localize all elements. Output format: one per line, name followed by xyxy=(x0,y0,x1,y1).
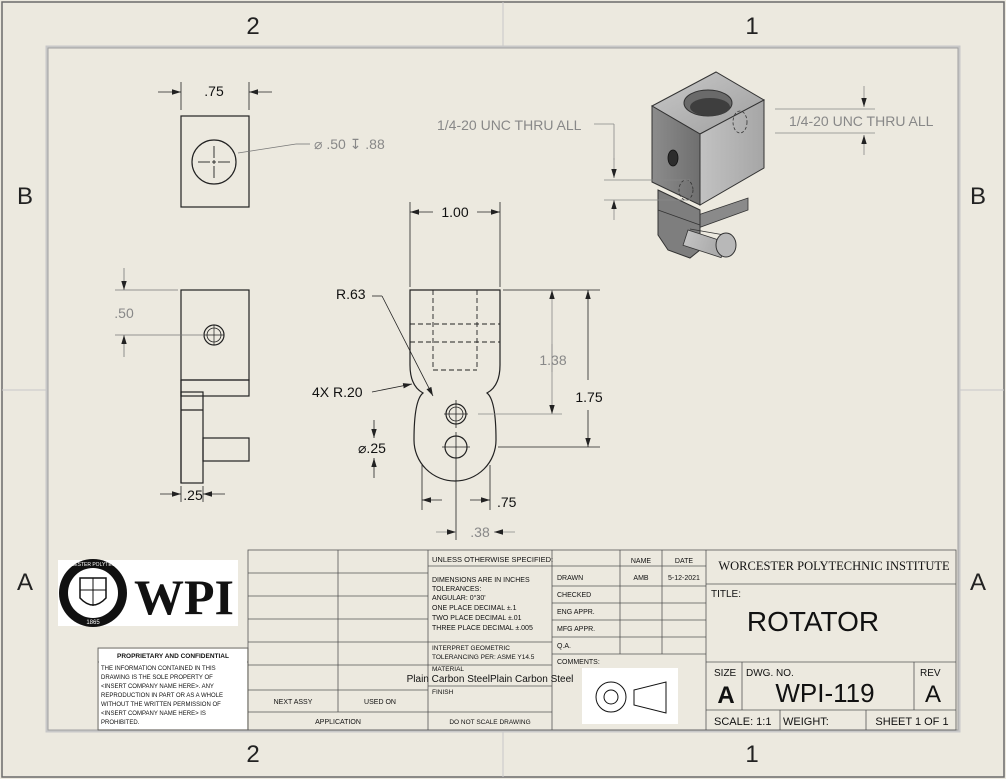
title-block xyxy=(97,549,957,731)
tol-line: TWO PLACE DECIMAL ±.01 xyxy=(432,615,522,622)
unless-specified: UNLESS OTHERWISE SPECIFIED: xyxy=(432,555,553,564)
material-value: Plain Carbon SteelPlain Carbon Steel xyxy=(407,674,574,685)
geom-line: TOLERANCING PER: ASME Y14.5 xyxy=(432,654,535,661)
drawn-name: AMB xyxy=(633,575,649,582)
front-view xyxy=(371,202,600,540)
zone-labels: 2 1 2 1 B B A A xyxy=(17,13,986,768)
application-label: APPLICATION xyxy=(315,719,361,726)
date-header: DATE xyxy=(675,558,693,565)
used-on-label: USED ON xyxy=(364,699,396,706)
radius-corners-dim: 4X R.20 xyxy=(312,384,363,400)
zone-col-1-top: 1 xyxy=(745,13,758,40)
pin-width-dim: .25 xyxy=(183,487,203,503)
side-offset-dim: .50 xyxy=(114,305,134,321)
comments-label: COMMENTS: xyxy=(557,659,600,666)
zone-row-a-right: A xyxy=(970,569,986,596)
eng-appr-label: ENG APPR. xyxy=(557,609,595,616)
next-assy-label: NEXT ASSY xyxy=(274,699,313,706)
tol-line: ONE PLACE DECIMAL ±.1 xyxy=(432,605,517,612)
hole-callout-dim: ⌀ .50 ↧ .88 xyxy=(314,136,385,152)
zone-col-2-bottom: 2 xyxy=(246,741,259,768)
height-175-dim: 1.75 xyxy=(575,389,602,405)
tol-line: THREE PLACE DECIMAL ±.005 xyxy=(432,625,533,632)
proprietary-line: THE INFORMATION CONTAINED IN THIS xyxy=(101,666,216,672)
proprietary-line: WITHOUT THE WRITTEN PERMISSION OF xyxy=(101,702,221,708)
sheet-label: SHEET 1 OF 1 xyxy=(875,716,948,728)
iso-view xyxy=(594,71,875,259)
size-value: A xyxy=(717,682,734,709)
scale-label: SCALE: 1:1 xyxy=(714,716,771,728)
top-view xyxy=(158,82,310,208)
qa-label: Q.A. xyxy=(557,643,571,650)
proprietary-line: REPRODUCTION IN PART OR AS A WHOLE xyxy=(101,693,223,699)
drawing-title: ROTATOR xyxy=(747,606,879,637)
proprietary-bg xyxy=(99,649,247,729)
hole-offset-dim: .38 xyxy=(470,524,490,540)
dwg-no-value: WPI-119 xyxy=(775,678,874,708)
material-label: MATERIAL xyxy=(432,666,464,673)
rev-value: A xyxy=(925,681,941,708)
finish-label: FINISH xyxy=(432,689,454,696)
geom-line: INTERPRET GEOMETRIC xyxy=(432,645,510,652)
iso-thread-note-left: 1/4-20 UNC THRU ALL xyxy=(437,117,582,133)
name-header: NAME xyxy=(631,558,652,565)
bottom-width-dim: .75 xyxy=(497,494,517,510)
zone-row-b-right: B xyxy=(970,183,986,210)
title-label: TITLE: xyxy=(711,589,741,600)
weight-label: WEIGHT: xyxy=(783,716,829,728)
iso-thread-note-right: 1/4-20 UNC THRU ALL xyxy=(789,113,934,129)
drawn-label: DRAWN xyxy=(557,575,583,582)
mfg-appr-label: MFG APPR. xyxy=(557,626,595,633)
top-view-width-dim: .75 xyxy=(204,83,224,99)
dims-line: TOLERANCES: xyxy=(432,586,481,593)
front-width-dim: 1.00 xyxy=(441,204,468,220)
wpi-logo-text: WPI xyxy=(134,569,234,625)
no-scale-label: DO NOT SCALE DRAWING xyxy=(449,719,530,726)
drawn-date: 5-12-2021 xyxy=(668,575,700,582)
side-view xyxy=(115,268,250,502)
zone-row-b-left: B xyxy=(17,183,33,210)
institute-name: WORCESTER POLYTECHNIC INSTITUTE xyxy=(718,559,950,573)
checked-label: CHECKED xyxy=(557,592,591,599)
proprietary-line: <INSERT COMPANY NAME HERE>. ANY xyxy=(101,684,214,690)
dwg-no-label: DWG. NO. xyxy=(746,668,794,679)
proprietary-line: <INSERT COMPANY NAME HERE> IS xyxy=(101,711,206,717)
hole-dia-dim: ⌀.25 xyxy=(358,440,386,456)
wpi-logo: WORCESTER POLYTECHNIC 1865 WPI xyxy=(58,559,238,627)
radius-top-dim: R.63 xyxy=(336,286,366,302)
height-138-dim: 1.38 xyxy=(539,352,566,368)
projection-symbol-bg xyxy=(582,668,678,724)
size-label: SIZE xyxy=(714,668,737,679)
proprietary-line: DRAWING IS THE SOLE PROPERTY OF xyxy=(101,675,213,681)
proprietary-line: PROHIBITED. xyxy=(101,720,140,726)
zone-col-1-bottom: 1 xyxy=(745,741,758,768)
zone-row-a-left: A xyxy=(17,569,33,596)
zone-col-2-top: 2 xyxy=(246,13,259,40)
seal-top-text: WORCESTER POLYTECHNIC xyxy=(58,562,127,568)
third-angle-projection-icon xyxy=(595,681,667,714)
seal-year: 1865 xyxy=(86,620,100,626)
dims-line: DIMENSIONS ARE IN INCHES xyxy=(432,577,530,584)
proprietary-title: PROPRIETARY AND CONFIDENTIAL xyxy=(117,653,229,660)
rev-label: REV xyxy=(920,668,941,679)
dims-line: ANGULAR: 0°30' xyxy=(432,594,486,602)
